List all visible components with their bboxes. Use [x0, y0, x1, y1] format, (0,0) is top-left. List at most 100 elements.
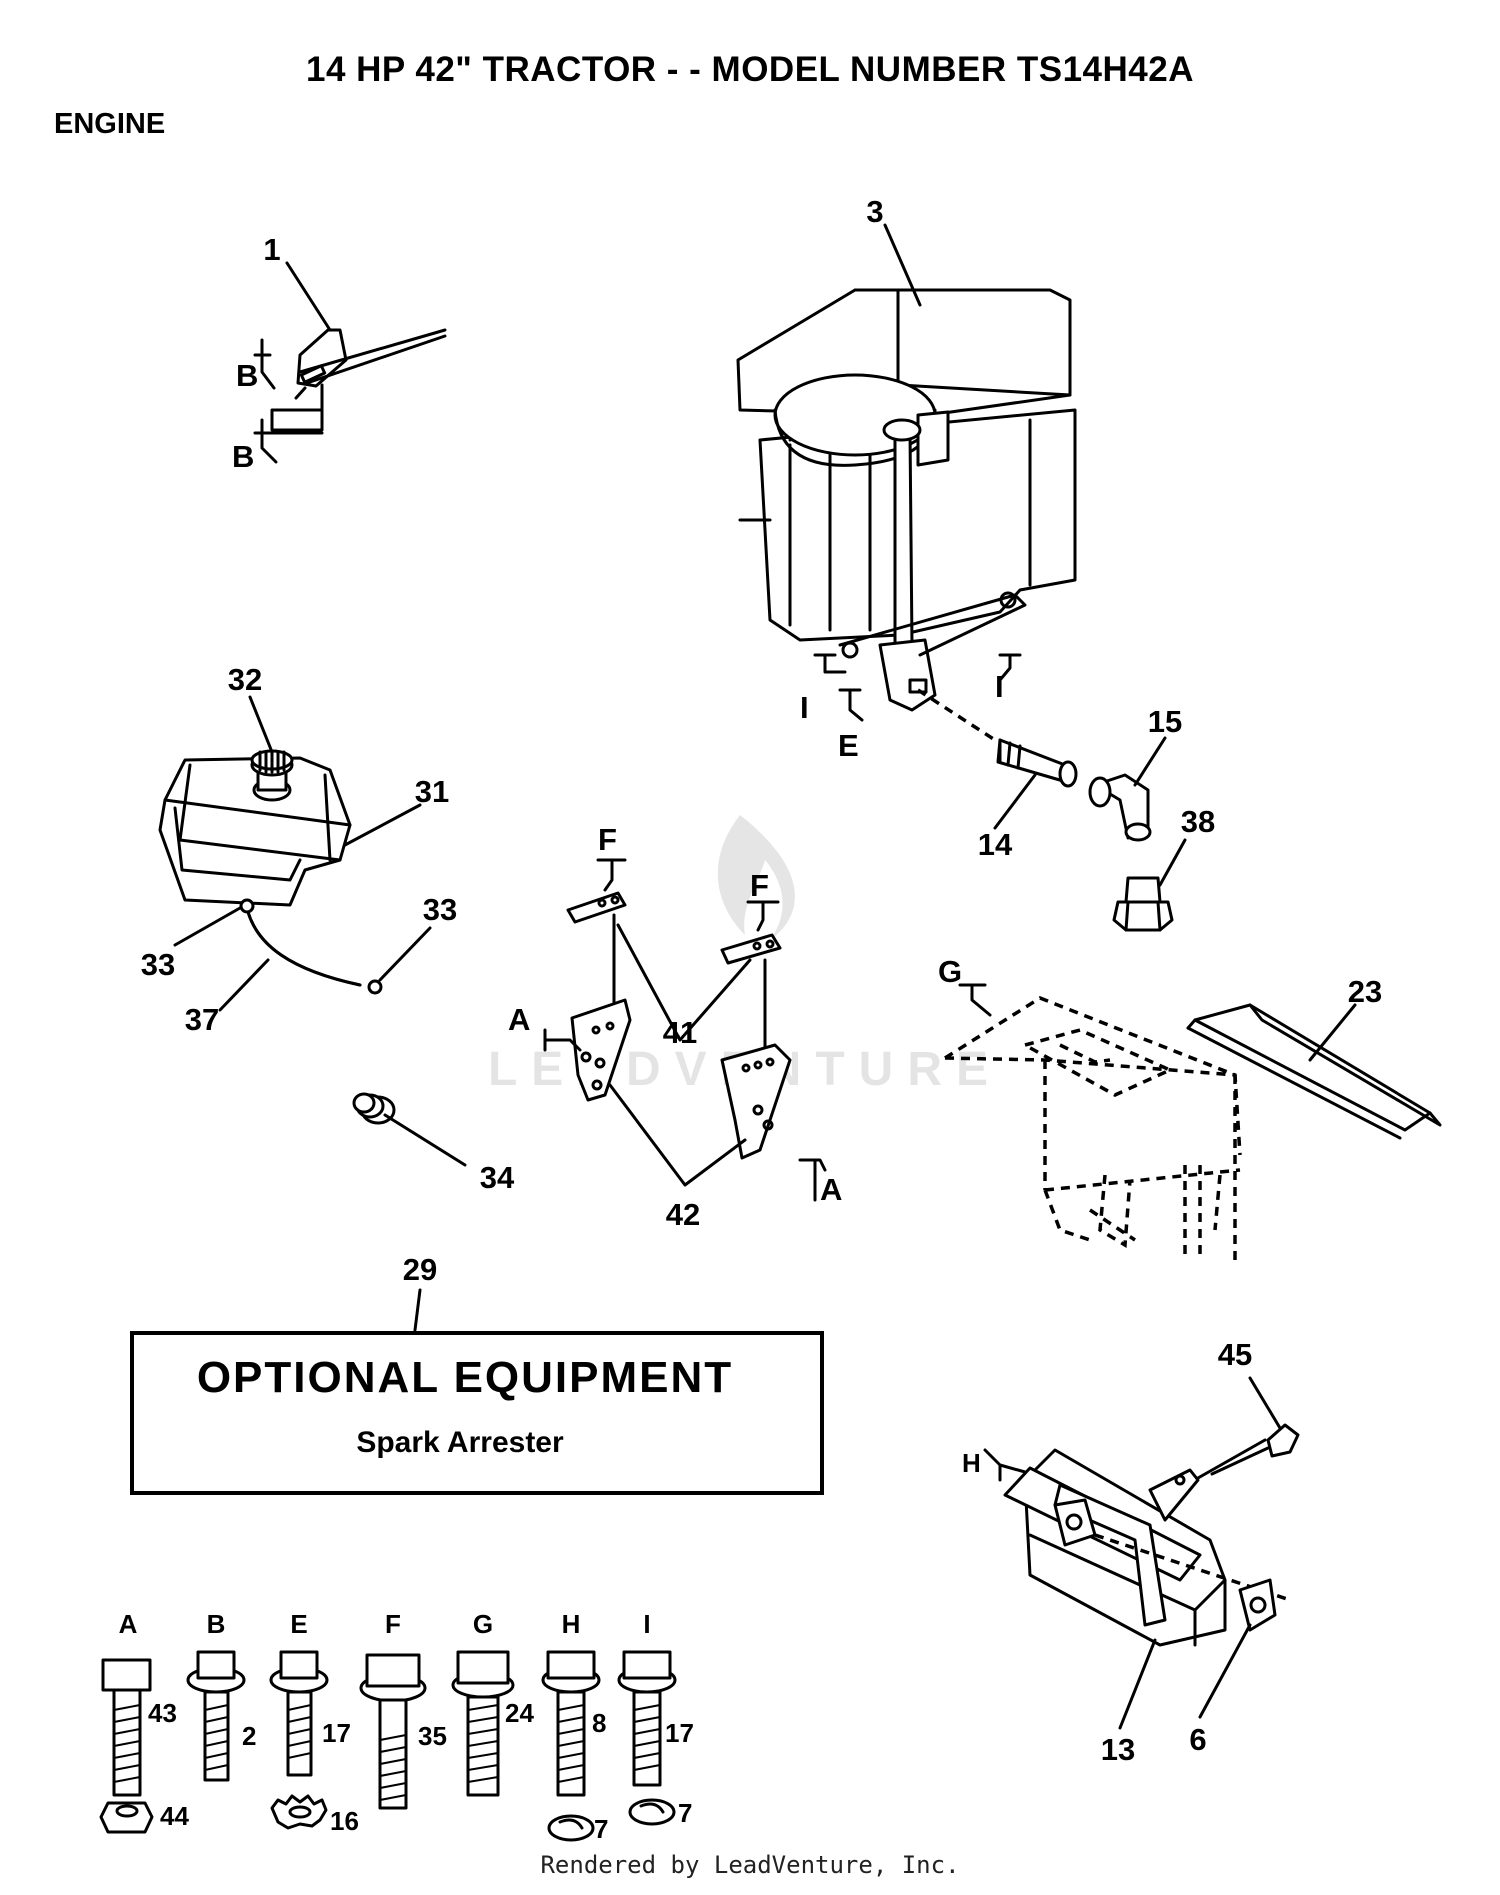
- bolt-f-head: [365, 1653, 421, 1688]
- bolt-h-head: [546, 1650, 596, 1680]
- hardware-letter-g: G: [473, 1609, 493, 1639]
- alignment-line-13: [1094, 1533, 1291, 1602]
- hardware-bolt-a-number: 43: [148, 1698, 177, 1728]
- leader-38: [1158, 838, 1187, 887]
- ref-letter-h1: H: [962, 1448, 981, 1478]
- part-3-engine: [736, 288, 1077, 712]
- leader-15: [1133, 736, 1167, 787]
- callout-33a: 33: [141, 947, 175, 982]
- part-42-bracket-left: [570, 998, 632, 1102]
- hardware-extra-h-number: 7: [594, 1814, 608, 1844]
- hardware-letter-b: B: [207, 1609, 226, 1639]
- ref-b2-bracket: [253, 418, 324, 464]
- bolt-i-shank: [632, 1690, 662, 1787]
- callout-6: 6: [1189, 1722, 1206, 1757]
- hardware-bolt-i-number: 17: [665, 1718, 694, 1748]
- callout-29: 29: [403, 1252, 437, 1287]
- ref-letter-b2: B: [232, 439, 254, 474]
- bolt-b-shank: [203, 1690, 230, 1782]
- ref-i1-bracket: [813, 653, 847, 674]
- leader-33a: [173, 906, 242, 947]
- part-42-bracket-right: [720, 1043, 792, 1160]
- callout-33b: 33: [423, 892, 457, 927]
- callout-15: 15: [1148, 704, 1182, 739]
- callout-41: 41: [663, 1015, 697, 1050]
- hardware-bolt-f-number: 35: [418, 1721, 447, 1751]
- part-41-bracket-upper-left: [566, 891, 627, 924]
- hardware-letter-f: F: [385, 1609, 401, 1639]
- leader-14: [993, 773, 1037, 830]
- leader-31: [343, 803, 422, 847]
- leader-42: [608, 1083, 747, 1187]
- optional-equipment-box: [130, 1331, 824, 1495]
- ref-a2-bracket: [798, 1158, 827, 1202]
- ref-letter-g1: G: [938, 954, 962, 989]
- ref-letter-a1: A: [508, 1002, 530, 1037]
- ref-e1-bracket: [838, 688, 864, 722]
- hardware-extra-i-number: 7: [678, 1798, 692, 1828]
- hardware-bolt-b-number: 2: [242, 1721, 256, 1751]
- leader-3: [883, 223, 922, 307]
- callout-32: 32: [228, 662, 262, 697]
- callout-13: 13: [1101, 1732, 1135, 1767]
- ref-f2-bracket: [746, 900, 780, 932]
- connector-lines-41: [612, 913, 767, 1050]
- hardware-letter-e: E: [290, 1609, 307, 1639]
- ref-b1-bracket: [253, 338, 276, 390]
- part-6-gasket: [1238, 1578, 1277, 1632]
- callout-34: 34: [480, 1160, 515, 1195]
- leader-1: [285, 261, 332, 332]
- hardware-letter-h: H: [562, 1609, 581, 1639]
- optional-equipment-item: Spark Arrester: [356, 1426, 564, 1459]
- hardware-bolt-e-number: 17: [322, 1718, 351, 1748]
- leader-13: [1118, 1638, 1157, 1730]
- callout-42: 42: [666, 1197, 700, 1232]
- bolt-e-head: [279, 1650, 319, 1680]
- bolt-f-shank: [378, 1698, 408, 1810]
- ref-g1-bracket: [958, 983, 992, 1017]
- callout-23: 23: [1348, 974, 1382, 1009]
- footer-credit: Rendered by LeadVenture, Inc.: [540, 1851, 960, 1879]
- ref-letter-b1: B: [236, 358, 258, 393]
- lockwasher-16: [270, 1794, 328, 1830]
- leader-33b: [378, 926, 432, 982]
- ref-letter-i2: I: [995, 669, 1004, 704]
- callout-31: 31: [415, 774, 449, 809]
- part-41-bracket-upper-right: [720, 933, 782, 965]
- leader-37: [218, 958, 270, 1012]
- callout-14: 14: [978, 827, 1013, 862]
- leader-34: [383, 1113, 467, 1167]
- part-1-throttle-control: [270, 328, 447, 432]
- ref-letter-f2: F: [750, 868, 769, 903]
- leader-6: [1198, 1623, 1252, 1719]
- frame-dashed-outline: [944, 996, 1242, 1260]
- hardware-extra-a-number: 44: [160, 1801, 189, 1831]
- part-13-muffler: [1003, 1448, 1227, 1647]
- part-38-pipe-plug: [1112, 876, 1174, 932]
- part-37-fuel-line-inner: [246, 910, 362, 987]
- ref-f1-bracket: [596, 858, 627, 892]
- ref-a1-bracket: [543, 1028, 582, 1052]
- callout-37: 37: [185, 1002, 219, 1037]
- hardware-legend: A 43 44 B 2 E 17 16 F 35 G: [99, 1609, 694, 1844]
- ref-letter-a2: A: [820, 1172, 842, 1207]
- leader-29: [413, 1288, 422, 1332]
- part-33-clamp-b: [367, 979, 383, 995]
- part-45-bolt: [1196, 1423, 1300, 1480]
- ref-letter-f1: F: [598, 822, 617, 857]
- part-23-heat-shield: [1186, 1003, 1442, 1140]
- callout-3: 3: [866, 194, 883, 229]
- hardware-letter-a: A: [119, 1609, 138, 1639]
- nut-44: [99, 1801, 154, 1834]
- part-31-fuel-tank: [158, 756, 352, 907]
- part-32-fuel-cap: [250, 749, 294, 802]
- bolt-b-head: [196, 1650, 236, 1680]
- part-33-clamp-a: [239, 898, 255, 914]
- ref-i2-bracket: [998, 653, 1022, 682]
- bolt-a-head: [101, 1658, 152, 1692]
- hardware-letter-i: I: [643, 1609, 650, 1639]
- hardware-bolt-h-number: 8: [592, 1708, 606, 1738]
- hardware-extra-e-number: 16: [330, 1806, 359, 1836]
- callout-45: 45: [1218, 1337, 1252, 1372]
